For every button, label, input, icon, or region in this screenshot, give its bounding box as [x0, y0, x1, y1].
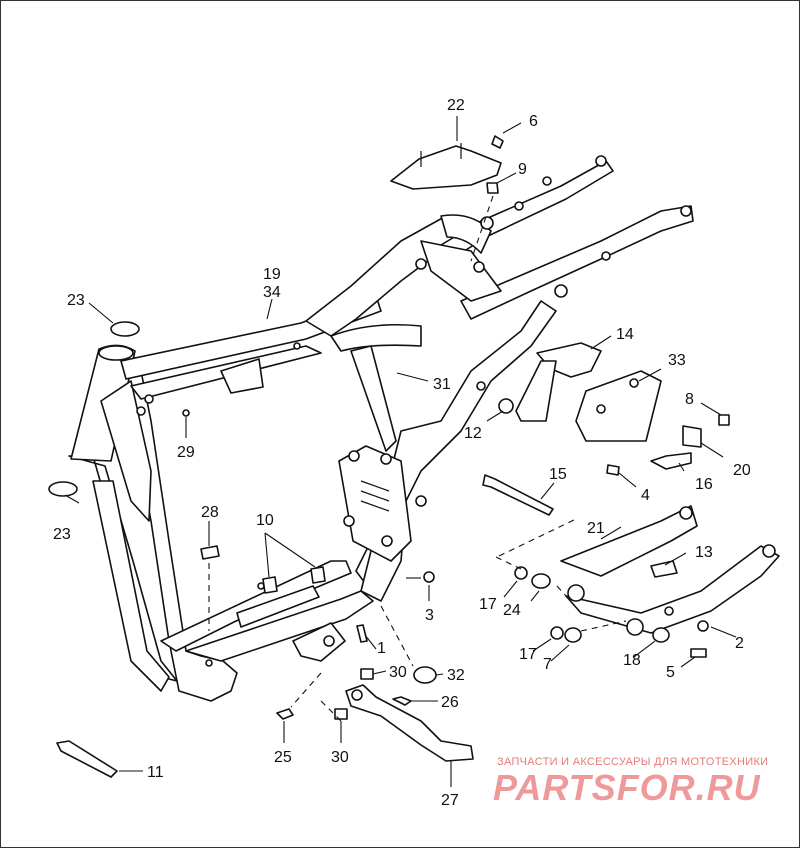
nut-8	[718, 414, 730, 426]
callout-14: 14	[616, 326, 634, 343]
callout-29: 29	[177, 444, 195, 461]
jiffy-stand-27	[345, 684, 474, 762]
spring-pin-1	[356, 624, 368, 643]
callout-20: 20	[733, 462, 751, 479]
spring-26	[392, 696, 412, 706]
callout-6: 6	[529, 113, 538, 130]
bushing-24	[531, 573, 551, 589]
callout-26: 26	[441, 694, 459, 711]
callout-30-lower: 30	[331, 749, 349, 766]
nut-9	[486, 182, 499, 194]
screw-5	[690, 648, 707, 658]
callout-4: 4	[641, 487, 650, 504]
callout-22: 22	[447, 97, 465, 114]
bumper-32	[413, 666, 437, 684]
callout-17-upper: 17	[479, 596, 497, 613]
callout-1: 1	[377, 640, 386, 657]
bolt-25	[276, 708, 294, 720]
bolt-16	[650, 452, 692, 470]
bushing-7	[564, 627, 582, 643]
callout-5: 5	[666, 664, 675, 681]
tie-10b	[310, 566, 326, 584]
leader-lines	[64, 116, 737, 787]
screw-4	[606, 464, 620, 476]
washer-2	[697, 620, 709, 632]
callout-11: 11	[147, 764, 164, 781]
callout-7: 7	[543, 656, 552, 673]
tie-strap-11	[56, 740, 118, 778]
pad-28	[200, 545, 220, 560]
bracket-22	[390, 143, 502, 190]
washer-17a	[514, 566, 528, 580]
clip-20	[682, 425, 702, 448]
callout-10: 10	[256, 512, 274, 529]
callout-28: 28	[201, 504, 219, 521]
callout-24: 24	[503, 602, 521, 619]
plug-3	[423, 571, 435, 583]
washer-17b	[550, 626, 564, 640]
swingarm-21	[560, 505, 780, 636]
callout-8: 8	[685, 391, 694, 408]
callout-labels: 22 6 9 19 34 23 14 33 31 29 8 12 20 16 4…	[53, 97, 751, 809]
callout-15: 15	[549, 466, 567, 483]
callout-17-lower: 17	[519, 646, 537, 663]
bearing-cup-23-upper	[110, 321, 140, 337]
watermark-brand: PARTSFOR.RU	[493, 767, 761, 808]
callout-16: 16	[695, 476, 713, 493]
grommet-12	[498, 398, 514, 414]
callout-3: 3	[425, 607, 434, 624]
callout-12: 12	[464, 425, 482, 442]
callout-34: 34	[263, 284, 281, 301]
pivot-shaft-15	[482, 474, 554, 516]
callout-33: 33	[668, 352, 686, 369]
callout-30-upper: 30	[389, 664, 407, 681]
nut-30b	[334, 708, 348, 720]
callout-32: 32	[447, 667, 465, 684]
nut-30a	[360, 668, 374, 680]
screw-6	[491, 135, 504, 149]
callout-25: 25	[274, 749, 292, 766]
callout-21: 21	[587, 520, 605, 537]
callout-23-lower: 23	[53, 526, 71, 543]
callout-13: 13	[695, 544, 713, 561]
bearing-cup-23-lower	[48, 481, 78, 497]
callout-18: 18	[623, 652, 641, 669]
main-frame	[68, 155, 694, 702]
callout-2: 2	[735, 635, 744, 652]
callout-23-upper: 23	[67, 292, 85, 309]
tie-10a	[262, 576, 278, 594]
callout-31: 31	[433, 376, 451, 393]
callout-9: 9	[518, 161, 527, 178]
watermark-tagline: ЗАПЧАСТИ И АКСЕССУАРЫ ДЛЯ МОТОТЕХНИКИ	[497, 756, 769, 768]
bushing-18	[652, 627, 670, 643]
callout-27: 27	[441, 792, 459, 809]
callout-19: 19	[263, 266, 281, 283]
cover-33	[575, 370, 662, 442]
